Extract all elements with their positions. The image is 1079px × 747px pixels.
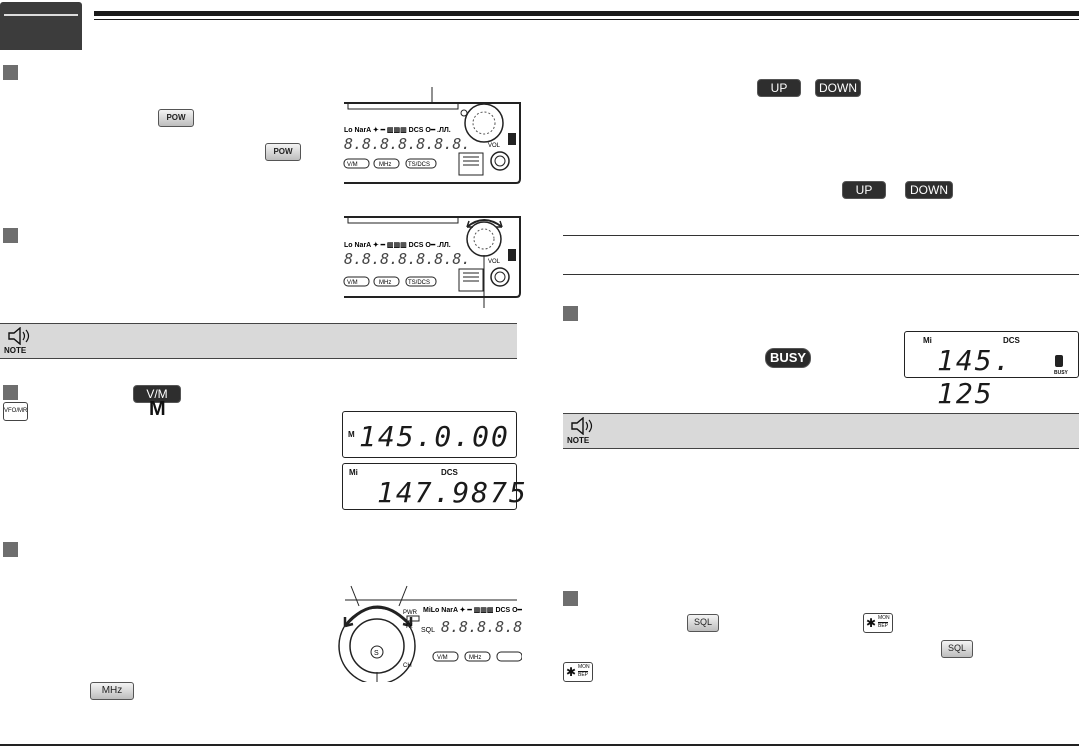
section-marker-dial (3, 542, 18, 557)
panel-button-mhz: MHz (379, 162, 391, 168)
speaker-icon (8, 327, 30, 345)
panel-button-tsdcs: TS/DCS (408, 280, 430, 286)
panel-status-row: Lo NarA ✦ ━ ▥▥▥ DCS O━ .ЛЛ. (344, 241, 451, 249)
up-key-icon: UP (757, 79, 801, 97)
lcd-mi-label: Mi (923, 336, 932, 345)
section-marker-power (3, 65, 18, 80)
header-rule (94, 11, 1079, 16)
divider (563, 235, 1079, 236)
sql-key-icon: SQL (687, 614, 719, 632)
lcd-display-busy: Mi DCS 145. 125 BUSY (904, 331, 1079, 410)
lcd-busy-label: BUSY (1054, 370, 1068, 376)
panel-button-vm: V/M (437, 655, 448, 661)
dial-sql-label: SQL (421, 627, 435, 634)
note-bar: NOTE (563, 413, 1079, 449)
lcd-frequency: 147.9875 (377, 476, 528, 509)
lcd-dcs-label: DCS (441, 468, 458, 477)
note-label: NOTE (4, 346, 27, 355)
panel-digits: 8.8.8.8.8.8.8. (344, 135, 470, 153)
svg-text:S: S (374, 650, 379, 657)
note-bar: NOTE (0, 323, 517, 359)
panel-status-row: Lo NarA ✦ ━ ▥▥▥ DCS O━ .ЛЛ. (344, 126, 451, 134)
radio-dial-illustration: S PWR TX CH MiLo NarA ✦ ━ ▥▥▥ DCS O━ SQL… (338, 585, 522, 682)
mon-bep-key-icon: ✱ MON BEP (563, 662, 593, 682)
section-marker-busy (563, 306, 578, 321)
dial-tx-label: TX (405, 624, 413, 630)
speaker-icon (571, 417, 593, 435)
lcd-memory-mark: M (348, 430, 355, 439)
down-key-icon: DOWN (905, 181, 953, 199)
section-marker-vm (3, 385, 18, 400)
header-rule-thin (94, 19, 1079, 20)
lcd-display-memory: M 145.0.00 (342, 411, 517, 458)
panel-button-vm: V/M (347, 280, 358, 286)
dial-pwr-label: PWR (403, 610, 418, 616)
vm-key-icon: V/M (133, 385, 181, 403)
busy-indicator-icon: BUSY (765, 348, 811, 368)
footer-rule (0, 744, 1079, 746)
section-marker-squelch (563, 591, 578, 606)
down-key-icon: DOWN (815, 79, 861, 97)
dial-ch-label: CH (403, 663, 412, 669)
panel-button-mhz: MHz (379, 280, 391, 286)
section-marker-volume (3, 228, 18, 243)
panel-digits: 8.8.8.8.8.8.8. (344, 250, 470, 268)
panel-button-mhz: MHz (469, 655, 481, 661)
lcd-frequency: 145.0.00 (359, 420, 510, 453)
chapter-tab (0, 2, 82, 50)
s-meter-icon (1055, 355, 1063, 367)
radio-front-panel-volume: Lo NarA ✦ ━ ▥▥▥ DCS O━ .ЛЛ. 8.8.8.8.8.8.… (343, 216, 521, 308)
panel-status-row: MiLo NarA ✦ ━ ▥▥▥ DCS O━ (423, 606, 522, 614)
mon-bep-key-icon: ✱ MON BEP (863, 613, 893, 633)
panel-button-tsdcs: TS/DCS (408, 162, 430, 168)
vfo-mr-key-icon: VFO/MR (3, 402, 28, 421)
up-key-icon: UP (842, 181, 886, 199)
divider (563, 274, 1079, 275)
panel-button-vm: V/M (347, 162, 358, 168)
note-label: NOTE (567, 436, 590, 445)
panel-digits: 8.8.8.8.8.8.8. (441, 618, 522, 636)
lcd-mi-label: Mi (349, 468, 358, 477)
panel-vol-label: VOL (488, 143, 501, 149)
lcd-dcs-label: DCS (1003, 336, 1020, 345)
mhz-key-icon: MHz (90, 682, 134, 700)
memory-m-indicator: M (149, 398, 166, 420)
lcd-frequency: 145. 125 (937, 344, 1013, 410)
pow-key-icon: POW (158, 109, 194, 127)
pow-key-icon: POW (265, 143, 301, 161)
lcd-display-mi-dcs: Mi DCS 147.9875 (342, 463, 526, 510)
sql-key-icon: SQL (941, 640, 973, 658)
panel-vol-label: VOL (488, 259, 501, 265)
radio-front-panel-power: Lo NarA ✦ ━ ▥▥▥ DCS O━ .ЛЛ. 8.8.8.8.8.8.… (343, 87, 521, 184)
